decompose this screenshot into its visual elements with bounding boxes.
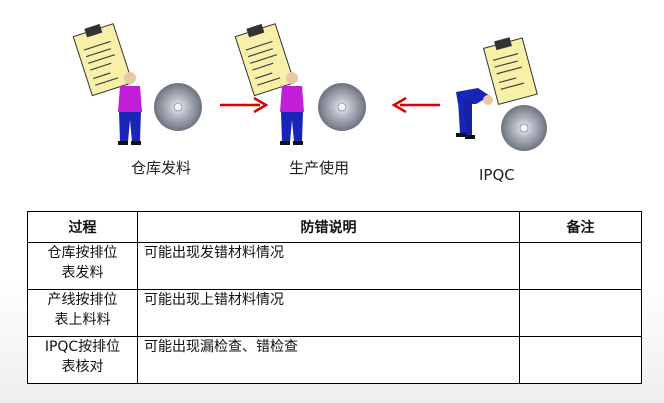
clipboard-icon bbox=[234, 23, 295, 97]
process-text: 表发料 bbox=[61, 265, 104, 281]
person-icon bbox=[118, 72, 142, 145]
description-cell: 可能出现漏检查、错检查 bbox=[137, 336, 520, 384]
disc-icon bbox=[501, 105, 547, 151]
table-row: IPQC按排位 表核对 可能出现漏检查、错检查 bbox=[27, 336, 642, 384]
clipboard-icon bbox=[72, 23, 133, 97]
process-text: 仓库按排位 bbox=[47, 245, 118, 261]
header-process: 过程 bbox=[27, 211, 138, 243]
process-text: 产线按排位 bbox=[47, 292, 118, 308]
process-cell: IPQC按排位 表核对 bbox=[27, 336, 138, 384]
clipboard-icon bbox=[482, 37, 538, 106]
right-arrow-icon bbox=[220, 96, 269, 114]
ipqc-inspector-figure bbox=[456, 37, 547, 151]
header-note: 备注 bbox=[519, 211, 642, 243]
note-cell bbox=[519, 289, 642, 337]
step-label: 仓库发料 bbox=[131, 159, 192, 177]
note-cell bbox=[519, 336, 642, 384]
process-cell: 仓库按排位 表发料 bbox=[27, 242, 138, 290]
process-cell: 产线按排位 表上料料 bbox=[27, 289, 138, 337]
note-cell bbox=[519, 242, 642, 290]
disc-icon bbox=[318, 83, 366, 131]
disc-icon bbox=[154, 83, 202, 131]
production-worker-figure bbox=[234, 23, 366, 145]
description-cell: 可能出现发错材料情况 bbox=[137, 242, 520, 290]
warehouse-worker-figure bbox=[72, 23, 202, 145]
step-label: IPQC bbox=[479, 166, 515, 184]
error-proofing-table: 过程 防错说明 备注 仓库按排位 表发料 可能出现发错材料情况 产线按排位 表上… bbox=[27, 211, 642, 384]
process-text: 表核对 bbox=[61, 359, 104, 375]
person-icon bbox=[280, 72, 304, 145]
process-text: 表上料料 bbox=[54, 312, 111, 328]
table-header-row: 过程 防错说明 备注 bbox=[27, 211, 642, 243]
bending-person-icon bbox=[456, 88, 493, 139]
header-description: 防错说明 bbox=[137, 211, 520, 243]
table-row: 产线按排位 表上料料 可能出现上错材料情况 bbox=[27, 289, 642, 337]
left-arrow-icon bbox=[391, 96, 440, 114]
description-cell: 可能出现上错材料情况 bbox=[137, 289, 520, 337]
table-row: 仓库按排位 表发料 可能出现发错材料情况 bbox=[27, 242, 642, 290]
process-text: IPQC按排位 bbox=[44, 339, 121, 355]
step-label: 生产使用 bbox=[289, 159, 350, 177]
